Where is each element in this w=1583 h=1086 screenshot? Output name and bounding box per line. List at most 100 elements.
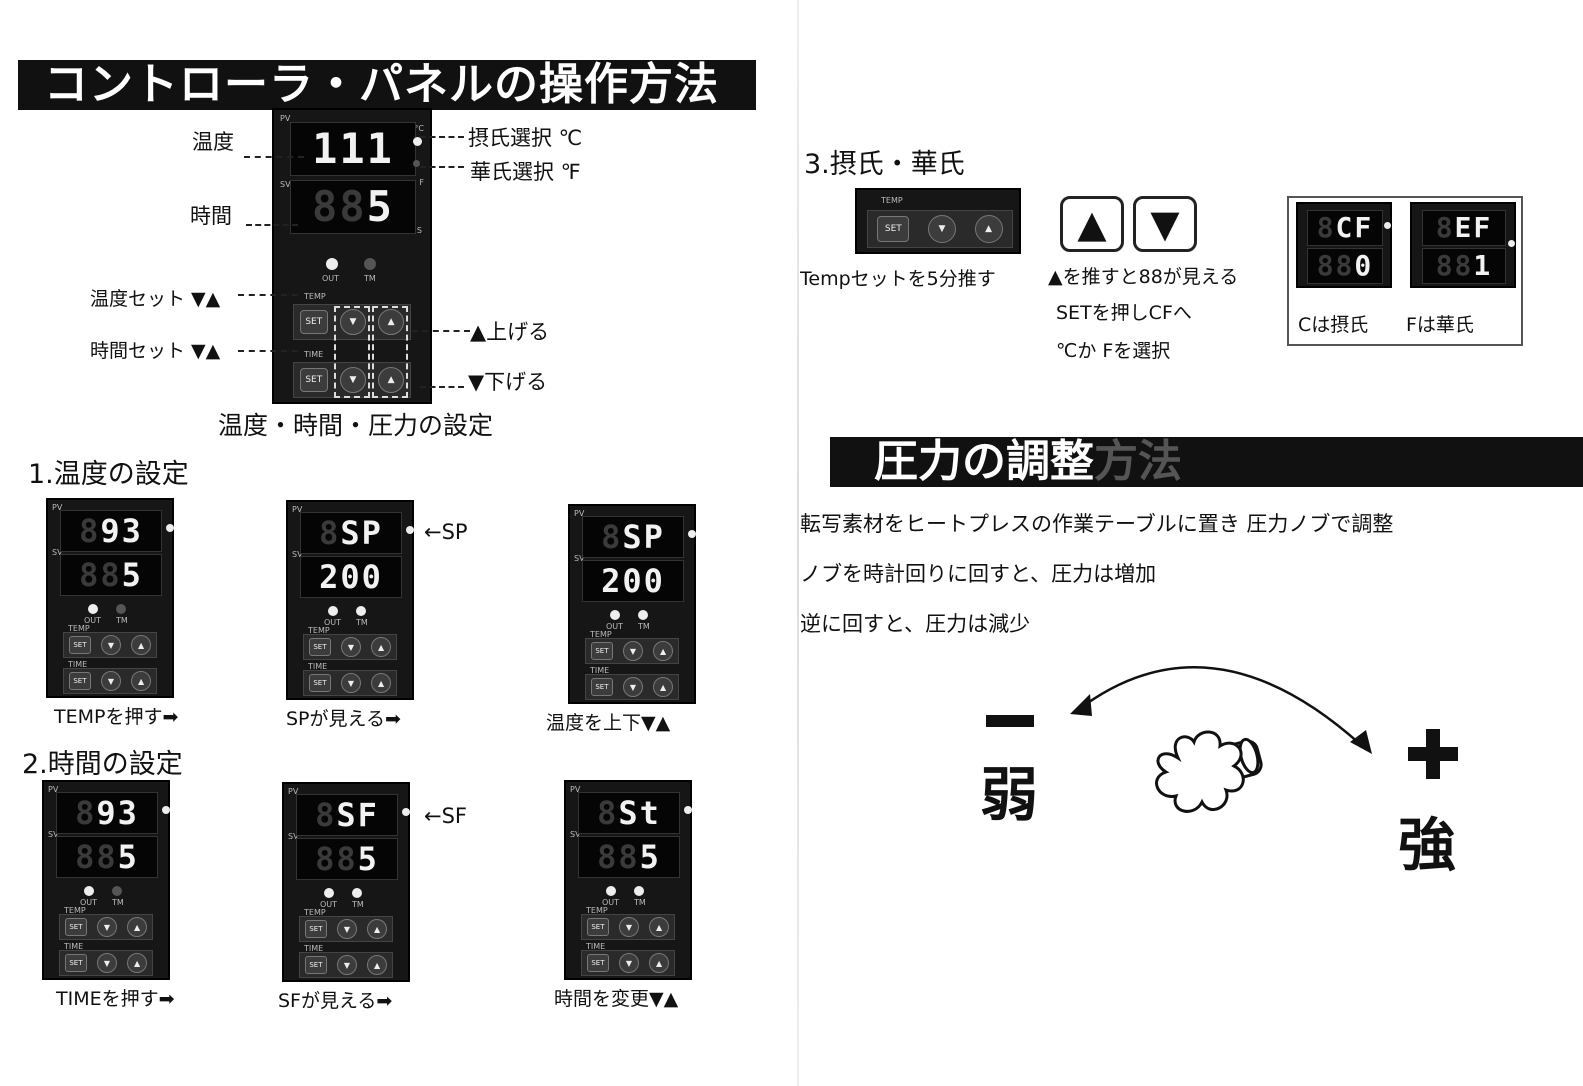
label-time: 時間 [190,204,232,228]
time-key-row: SET ▼ ▲ [584,674,680,700]
pressure-title-ghost: 方法 [1094,437,1182,487]
time-set-key[interactable]: SET [304,956,327,974]
temp-up-key[interactable]: ▲ [653,641,674,661]
celsius-display: 8CF 880 [1296,202,1392,288]
time-set-key[interactable]: SET [68,672,91,690]
celsius-top-value: CF [1335,211,1374,244]
temp-down-key[interactable]: ▼ [336,919,357,939]
controller-panel-section2-3: PV SV 8St 885 OUT TM TEMP SET ▼ ▲ TIME S… [564,780,692,980]
big-down-button[interactable]: ▼ [1133,196,1197,252]
time-down-key[interactable]: ▼ [96,953,117,973]
pressure-line-1: 転写素材をヒートプレスの作業テーブルに置き 圧力ノブで調整 [800,512,1394,536]
panel-caption-section2-2: SFが見える➡ [278,990,393,1012]
pv-display: 893 [56,792,158,834]
temp-down-key[interactable]: ▼ [622,641,643,661]
page-fold [797,0,799,1086]
strip-up-key[interactable]: ▲ [974,215,1003,243]
sv-display: 885 [578,836,680,878]
temp-up-key[interactable]: ▲ [378,309,405,335]
time-up-key[interactable]: ▲ [653,677,674,697]
rotation-arrow-right-head [1350,730,1372,754]
time-key-row: SET ▼ ▲ [298,952,394,978]
pv-label: PV [570,785,581,794]
strip-set-key[interactable]: SET [877,216,910,242]
time-up-key[interactable]: ▲ [131,671,152,691]
temp-row-label: TEMP [586,906,608,915]
sv-value: 200 [319,558,383,596]
sp-arrow-label: ←SP [424,520,468,544]
controller-panel-section2-2: PV SV 8SF 885 OUT TM TEMP SET ▼ ▲ TIME S… [282,782,410,982]
weak-label: 弱 [980,761,1039,829]
pv-label: PV [288,787,299,796]
time-down-key[interactable]: ▼ [336,955,357,975]
temp-up-key[interactable]: ▲ [371,637,392,657]
fahrenheit-display: 8EF 881 [1410,202,1516,288]
temp-set-key[interactable]: SET [299,310,328,334]
temp-down-key[interactable]: ▼ [96,917,117,937]
time-up-key[interactable]: ▲ [649,953,670,973]
out-label: OUT [320,900,338,909]
temp-row-label: TEMP [304,292,326,301]
out-label: OUT [602,898,620,907]
temp-up-key[interactable]: ▲ [649,917,670,937]
time-down-key[interactable]: ▼ [100,671,121,691]
temp-set-key[interactable]: SET [590,642,613,660]
celsius-led [684,806,692,814]
time-down-key[interactable]: ▼ [622,677,643,697]
sv-label: SV [48,830,59,839]
time-up-key[interactable]: ▲ [127,953,148,973]
celsius-led [413,137,422,146]
temp-set-key[interactable]: SET [308,638,331,656]
temp-row-label: TEMP [308,626,330,635]
time-down-key[interactable]: ▼ [618,953,639,973]
time-down-key[interactable]: ▼ [340,673,361,693]
time-set-key[interactable]: SET [64,954,87,972]
time-set-key[interactable]: SET [590,678,613,696]
strip-key-row: SET ▼ ▲ [867,210,1013,248]
panel-diagram-caption: 温度・時間・圧力の設定 [218,411,494,440]
temp-row-label: TEMP [590,630,612,639]
temp-down-key[interactable]: ▼ [340,637,361,657]
strip-down-key[interactable]: ▼ [927,215,956,243]
time-set-key[interactable]: SET [299,368,328,392]
strong-label: 強 [1398,811,1457,879]
temp-down-key[interactable]: ▼ [339,309,366,335]
temp-up-key[interactable]: ▲ [127,917,148,937]
temp-set-key[interactable]: SET [68,636,91,654]
tm-label: TM [356,618,368,627]
temp-set-key[interactable]: SET [64,918,87,936]
time-up-key[interactable]: ▲ [367,955,388,975]
knob-wheel [1155,730,1245,813]
time-key-row: SET ▼ ▲ [580,950,676,976]
big-up-button[interactable]: ▲ [1060,196,1124,252]
pv-display: 893 [60,510,162,552]
time-set-key[interactable]: SET [308,674,331,692]
temp-down-key[interactable]: ▼ [618,917,639,937]
temp-set-key[interactable]: SET [304,920,327,938]
time-up-key[interactable]: ▲ [371,673,392,693]
time-row-label: TIME [586,942,606,951]
up-triangle-icon: ▲ [1077,202,1107,246]
time-set-key[interactable]: SET [586,954,609,972]
time-down-key[interactable]: ▼ [339,367,366,393]
leader-up [412,330,470,332]
out-led [88,604,98,614]
up-keys-highlight [372,306,408,398]
temp-up-key[interactable]: ▲ [367,919,388,939]
label-time-set: 時間セット ▼▲ [90,340,221,362]
tm-label: TM [364,274,376,283]
section3-line-3: ℃か Fを選択 [1056,340,1171,362]
pv-display: 8St [578,792,680,834]
section3-line-1: ▲を推すと88が見える [1048,266,1239,288]
temp-row-label: TEMP [304,908,326,917]
temp-down-key[interactable]: ▼ [100,635,121,655]
time-up-key[interactable]: ▲ [378,367,405,393]
caption-celsius: Cは摂氏 [1298,314,1369,336]
temp-set-key[interactable]: SET [586,918,609,936]
tm-label: TM [634,898,646,907]
sv-label: SV [574,554,585,563]
pressure-line-3: 逆に回すと、圧力は減少 [800,612,1031,636]
time-row-label: TIME [308,662,328,671]
leader-celsius [420,136,464,138]
temp-up-key[interactable]: ▲ [131,635,152,655]
